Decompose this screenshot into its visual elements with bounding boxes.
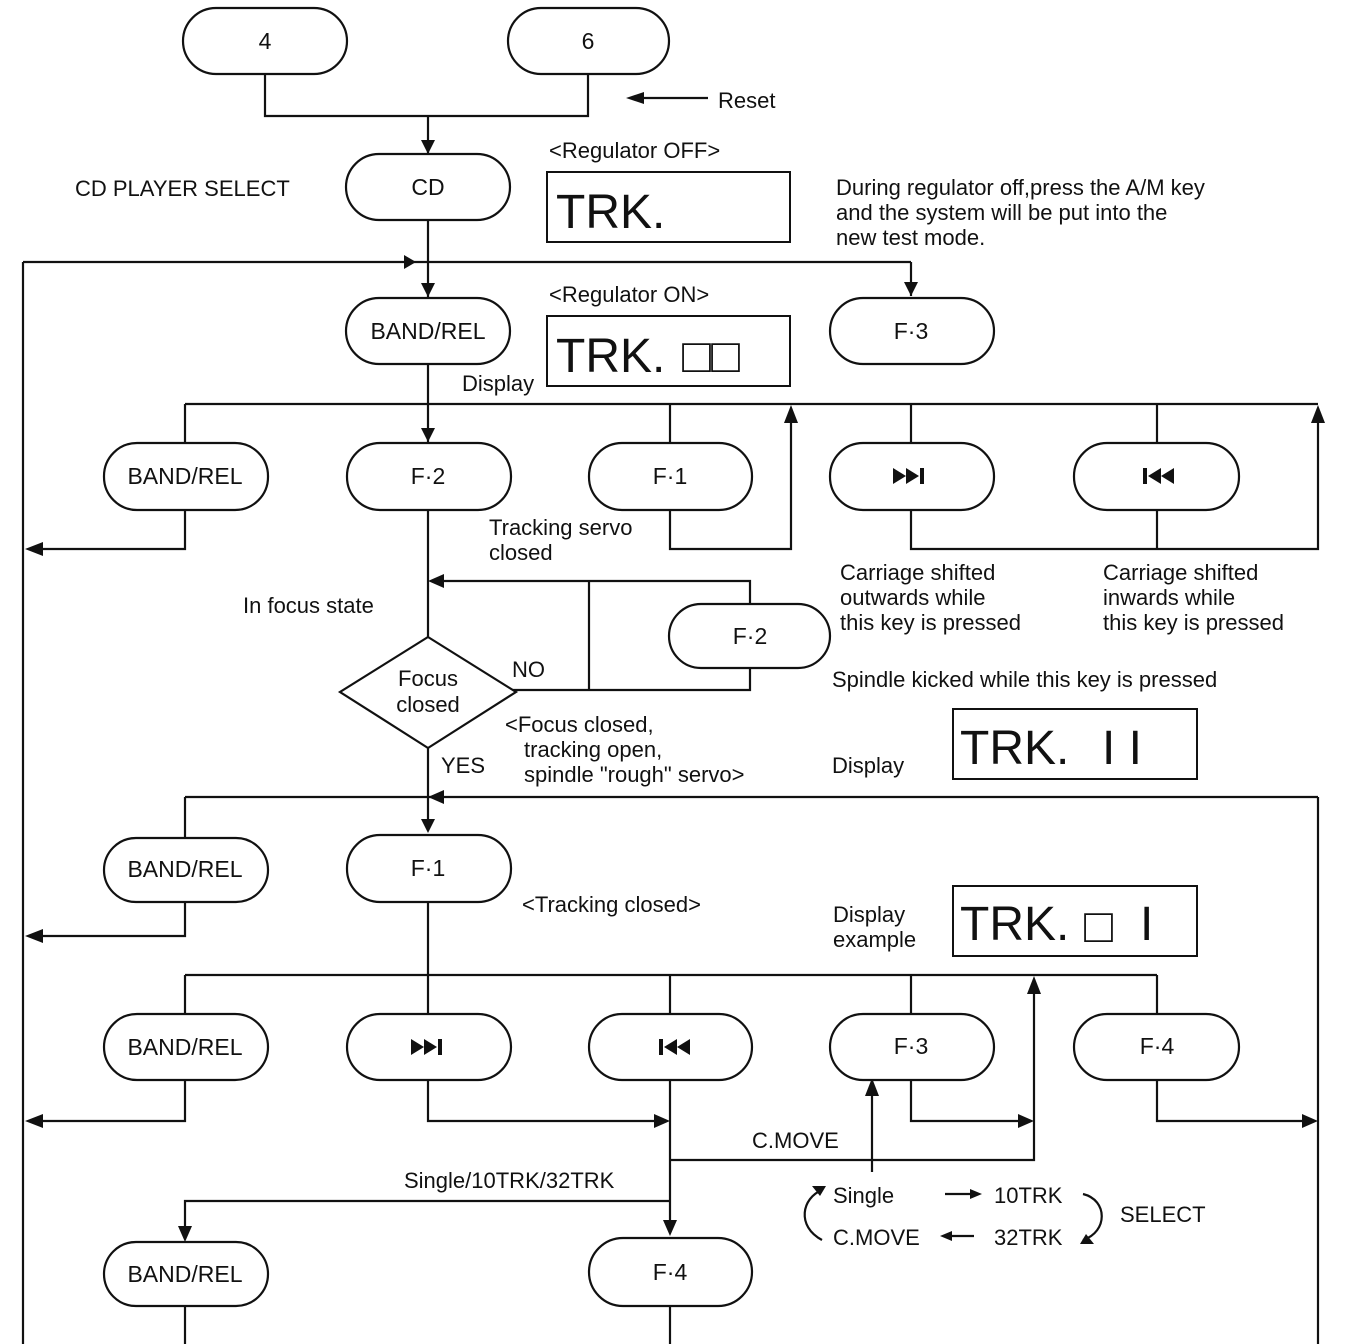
cycle-single: Single — [833, 1183, 894, 1208]
cd-player-select-label: CD PLAYER SELECT — [75, 176, 290, 201]
key-f1-row1: F·1 — [587, 441, 754, 512]
focus-closed-decision: Focus closed — [337, 635, 519, 750]
tracking-servo-line-1: Tracking servo — [489, 515, 632, 540]
tracking-closed-label: <Tracking closed> — [522, 892, 701, 917]
carriage-in-line-2: inwards while — [1103, 585, 1235, 610]
key-f4-row4: F·4 — [587, 1236, 754, 1308]
key-next-row1 — [828, 441, 996, 512]
lcd-trk: TRK. — [960, 722, 1069, 775]
annotations: Reset CD PLAYER SELECT <Regulator OFF> <… — [75, 88, 1284, 1250]
key-4: 4 — [181, 6, 349, 76]
decision-line-1: Focus — [398, 666, 458, 691]
no-label: NO — [512, 657, 545, 682]
regulator-on-label: <Regulator ON> — [549, 282, 709, 307]
carriage-in-line-1: Carriage shifted — [1103, 560, 1258, 585]
regulator-note-line-3: new test mode. — [836, 225, 985, 250]
lcd-digit-one: I — [1140, 898, 1153, 951]
key-next-row3 — [345, 1012, 513, 1082]
key-f2-label: F·2 — [411, 463, 446, 489]
reset-label: Reset — [718, 88, 775, 113]
display-label: Display — [462, 371, 534, 396]
key-f1-row2: F·1 — [345, 833, 513, 904]
decision-line-2: closed — [396, 692, 460, 717]
key-band-rel-label: BAND/REL — [127, 463, 242, 489]
key-band-rel-row2: BAND/REL — [102, 836, 270, 904]
regulator-note-line-2: and the system will be put into the — [836, 200, 1167, 225]
focus-closed-line-1: <Focus closed, — [505, 712, 654, 737]
lcd-digits: I I — [1102, 722, 1142, 775]
lcd-display-11: TRK. I I — [952, 708, 1198, 780]
key-f2-label: F·2 — [733, 623, 768, 649]
key-f2-side: F·2 — [667, 602, 832, 670]
key-band-rel-row3: BAND/REL — [102, 1012, 270, 1082]
c-move-label: C.MOVE — [752, 1128, 839, 1153]
key-6-label: 6 — [582, 28, 595, 54]
key-band-rel-row4: BAND/REL — [102, 1240, 270, 1308]
lcd-display-off: TRK. — [546, 171, 791, 243]
carriage-out-line-2: outwards while — [840, 585, 986, 610]
key-f3-row3: F·3 — [828, 1012, 996, 1082]
lcd-digit-zero: □ — [1084, 900, 1113, 953]
lcd-trk: TRK. — [556, 330, 665, 383]
key-prev-row3 — [587, 1012, 754, 1082]
regulator-off-label: <Regulator OFF> — [549, 138, 720, 163]
key-band-rel-row1: BAND/REL — [102, 441, 270, 512]
key-f1-label: F·1 — [411, 855, 446, 881]
key-f3-label: F·3 — [894, 318, 929, 344]
cycle-10trk: 10TRK — [994, 1183, 1063, 1208]
connector-lines — [21, 72, 1320, 1344]
tracking-servo-line-2: closed — [489, 540, 553, 565]
key-f4-label: F·4 — [653, 1259, 688, 1285]
lcd-display-01: TRK. □ I — [952, 885, 1198, 957]
in-focus-state-label: In focus state — [243, 593, 374, 618]
focus-closed-line-3: spindle "rough" servo> — [524, 762, 744, 787]
arrow-heads — [25, 92, 1325, 1244]
key-band-rel-label: BAND/REL — [127, 1261, 242, 1287]
regulator-note-line-1: During regulator off,press the A/M key — [836, 175, 1205, 200]
key-band-rel-label: BAND/REL — [370, 318, 485, 344]
lcd-display-on: TRK. □□ — [546, 315, 791, 387]
display-example-line-1: Display — [833, 902, 905, 927]
display-label: Display — [832, 753, 904, 778]
key-6: 6 — [506, 6, 671, 76]
lcd-digits: □□ — [682, 330, 740, 383]
focus-closed-line-2: tracking open, — [524, 737, 662, 762]
carriage-in-line-3: this key is pressed — [1103, 610, 1284, 635]
cycle-c-move: C.MOVE — [833, 1225, 920, 1250]
key-band-rel-label: BAND/REL — [127, 1034, 242, 1060]
key-4-label: 4 — [259, 28, 272, 54]
carriage-out-line-1: Carriage shifted — [840, 560, 995, 585]
key-f4-row3: F·4 — [1072, 1012, 1241, 1082]
single-10trk-32trk-label: Single/10TRK/32TRK — [404, 1168, 615, 1193]
key-cd-label: CD — [411, 174, 444, 200]
key-f4-label: F·4 — [1140, 1033, 1175, 1059]
key-band-rel-start: BAND/REL — [344, 296, 512, 366]
lcd-trk: TRK. — [556, 186, 665, 239]
key-f3-label: F·3 — [894, 1033, 929, 1059]
cycle-32trk: 32TRK — [994, 1225, 1063, 1250]
display-example-line-2: example — [833, 927, 916, 952]
key-f1-label: F·1 — [653, 463, 688, 489]
key-f3-top: F·3 — [828, 296, 996, 366]
key-cd: CD — [344, 152, 512, 222]
key-band-rel-label: BAND/REL — [127, 856, 242, 882]
key-f2-row1: F·2 — [345, 441, 513, 512]
key-prev-row1 — [1072, 441, 1241, 512]
spindle-kicked-label: Spindle kicked while this key is pressed — [832, 667, 1217, 692]
yes-label: YES — [441, 753, 485, 778]
lcd-trk: TRK. — [960, 898, 1069, 951]
select-label: SELECT — [1120, 1202, 1206, 1227]
carriage-out-line-3: this key is pressed — [840, 610, 1021, 635]
